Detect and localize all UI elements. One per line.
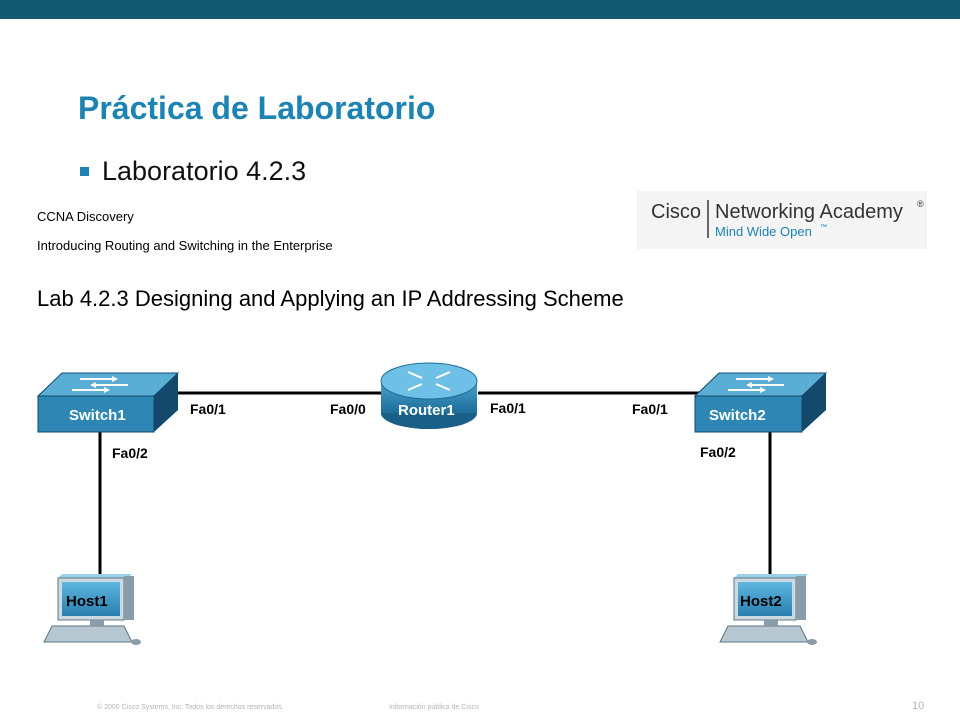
logo-tagline: Mind Wide Open	[715, 224, 812, 239]
logo-divider	[707, 200, 709, 238]
module-name: Introducing Routing and Switching in the…	[37, 238, 333, 253]
logo-brand: Cisco	[651, 201, 702, 223]
cisco-academy-logo: Cisco Networking Academy ® Mind Wide Ope…	[637, 191, 927, 249]
host1-label: Host1	[66, 593, 108, 610]
switch1-label: Switch1	[69, 407, 126, 424]
bullet-text: Laboratorio 4.2.3	[102, 155, 307, 186]
switch2-port-fa0-1: Fa0/1	[632, 401, 668, 417]
logo-academy: Networking Academy	[715, 201, 903, 223]
switch1-port-fa0-2: Fa0/2	[112, 445, 148, 461]
course-name: CCNA Discovery	[37, 209, 134, 224]
page-number: 10	[912, 700, 925, 712]
router1-label: Router1	[398, 402, 455, 419]
logo-registered-mark: ®	[917, 199, 924, 209]
switch2-port-fa0-2: Fa0/2	[700, 444, 736, 460]
switch1-port-fa0-1: Fa0/1	[190, 401, 226, 417]
switch2-label: Switch2	[709, 407, 766, 424]
slide-title: Práctica de Laboratorio	[78, 90, 436, 126]
bullet-item: Laboratorio 4.2.3	[80, 154, 306, 188]
top-banner	[0, 0, 960, 19]
square-bullet-icon	[80, 166, 89, 176]
router1-port-fa0-1: Fa0/1	[490, 400, 526, 416]
router1-icon	[380, 362, 478, 429]
switch2-icon	[693, 372, 828, 433]
host2-label: Host2	[740, 593, 782, 610]
host2-icon	[719, 574, 817, 645]
footer-info: Información pública de Cisco	[389, 704, 479, 711]
footer-copyright: © 2006 Cisco Systems, Inc. Todos los der…	[97, 704, 284, 711]
logo-trademark: ™	[820, 224, 827, 231]
switch1-icon	[36, 372, 180, 433]
network-links	[98, 391, 772, 582]
lab-title: Lab 4.2.3 Designing and Applying an IP A…	[37, 286, 624, 311]
router1-port-fa0-0: Fa0/0	[330, 401, 366, 417]
host1-icon	[43, 574, 141, 645]
